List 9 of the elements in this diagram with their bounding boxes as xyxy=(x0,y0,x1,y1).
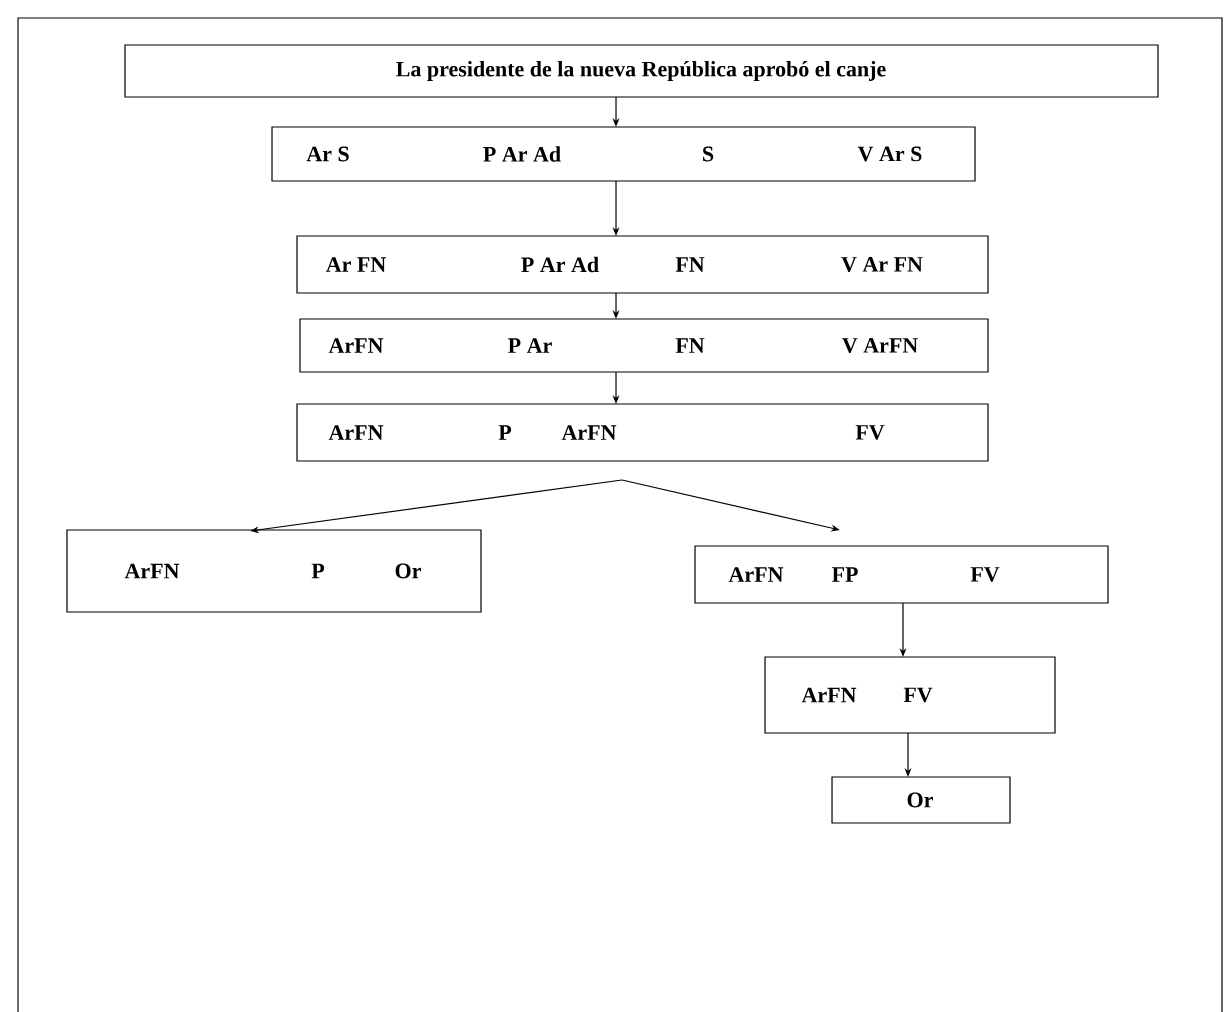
phrase-box: Ar FN P Ar Ad FN V Ar FN xyxy=(296,235,989,294)
phrase-box: ArFN FP FV xyxy=(694,545,1109,604)
phrase-box: ArFN P Or xyxy=(66,529,482,613)
phrase-box: Or xyxy=(831,776,1011,824)
phrase-box: La presidente de la nueva República aprobó el canje xyxy=(124,44,1159,98)
phrase-box: ArFN FV xyxy=(764,656,1056,734)
phrase-box: ArFN P ArFN FV xyxy=(296,403,989,462)
phrase-box: ArFN P Ar FN V ArFN xyxy=(299,318,989,373)
phrase-box: Ar S P Ar Ad S V Ar S xyxy=(271,126,976,182)
